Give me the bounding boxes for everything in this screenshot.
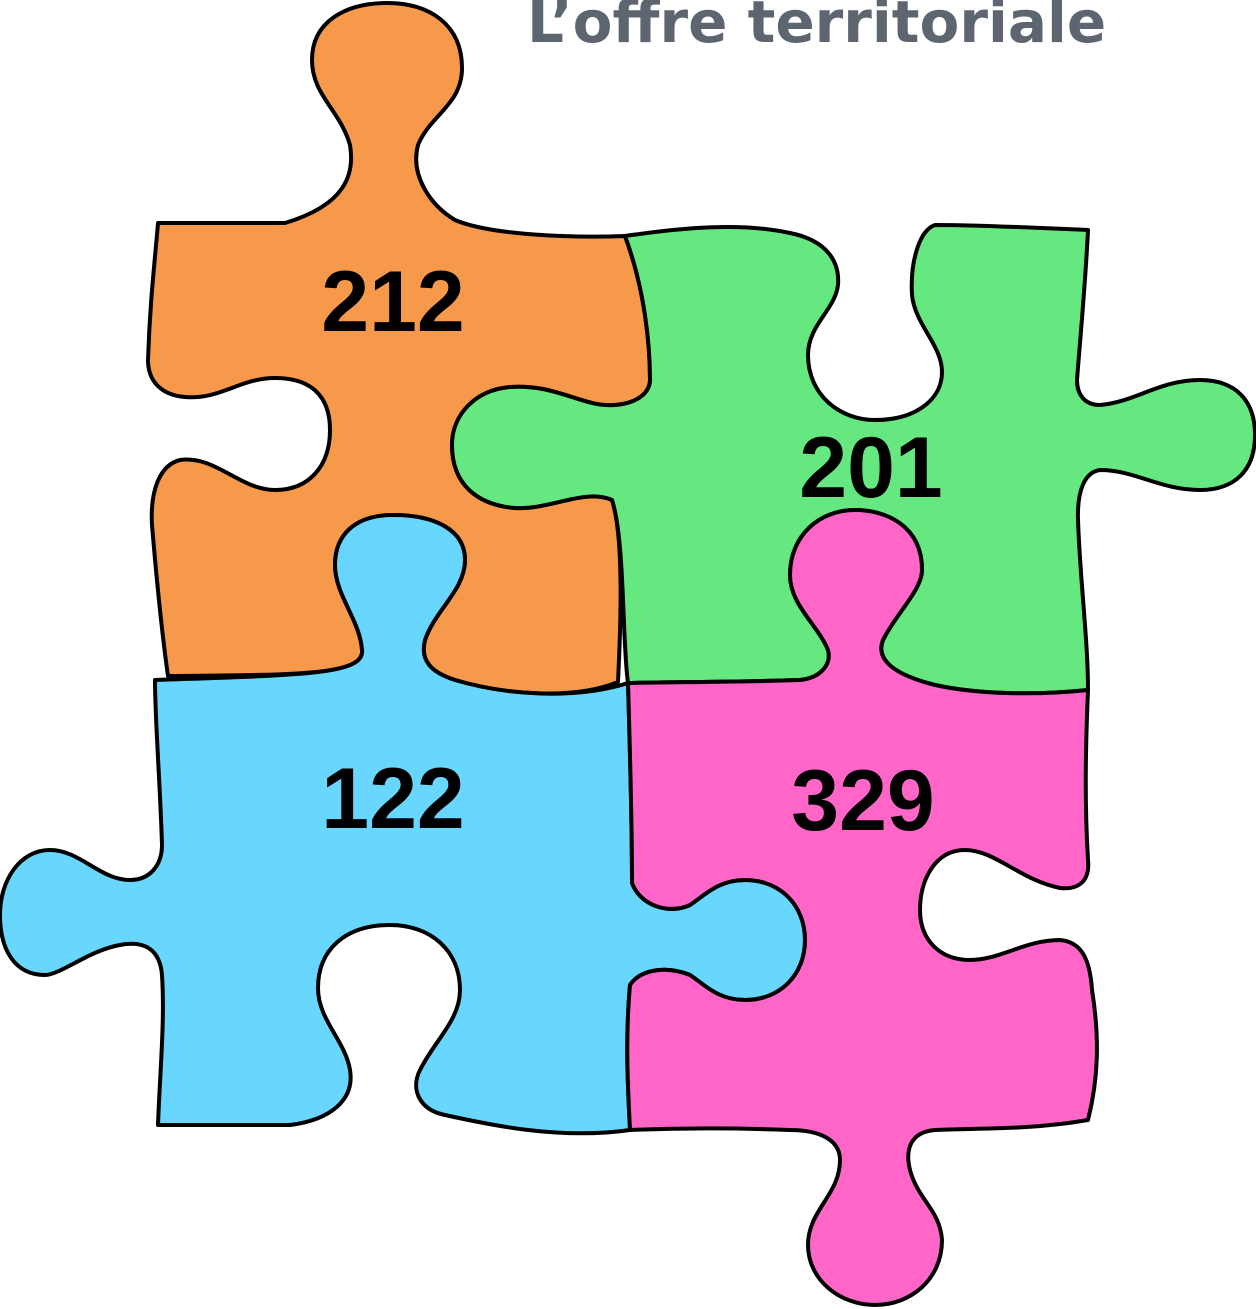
piece-blue-label: 122 <box>321 751 465 847</box>
piece-green-label: 201 <box>799 420 943 516</box>
piece-pink-label: 329 <box>791 753 935 849</box>
piece-orange-label: 212 <box>321 254 465 350</box>
